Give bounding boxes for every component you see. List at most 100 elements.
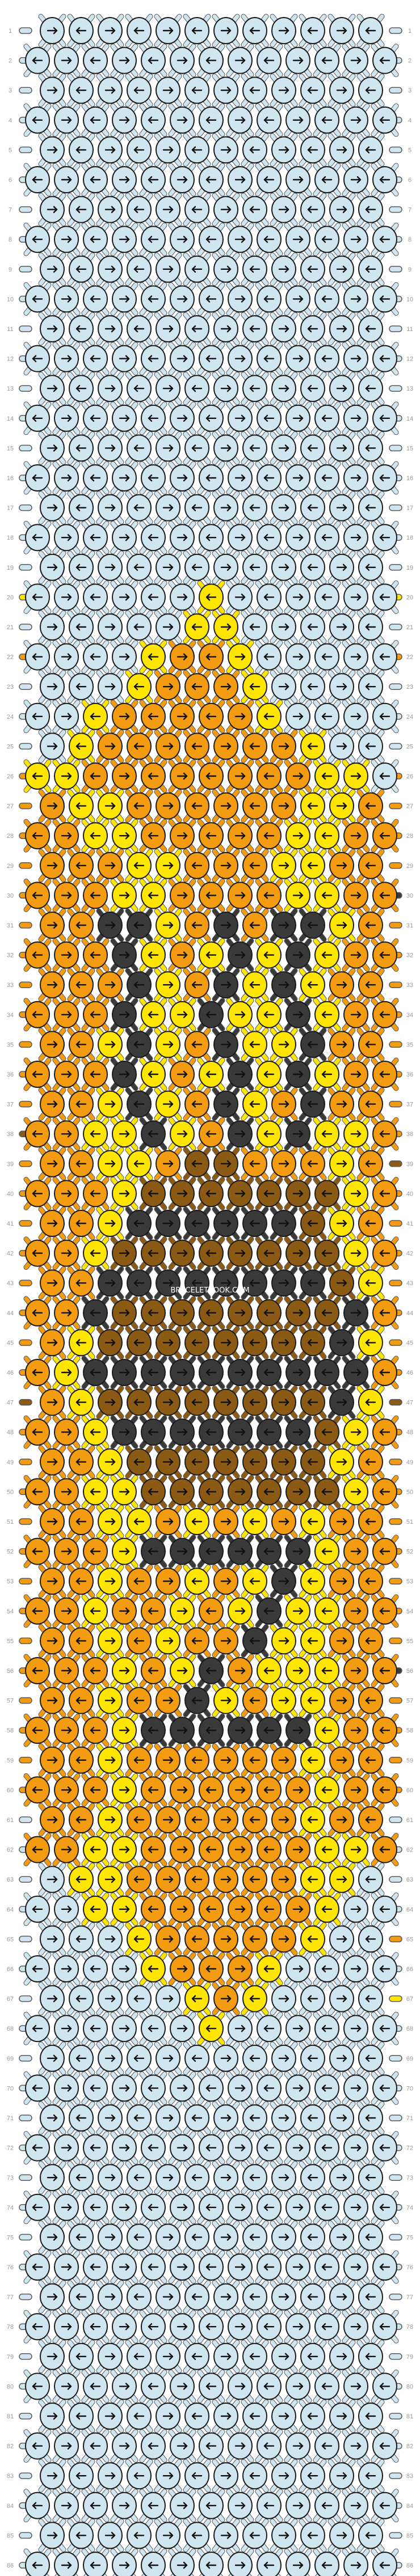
knot [329, 2044, 354, 2072]
knot [358, 613, 383, 641]
knot [329, 2104, 354, 2132]
knot [83, 524, 108, 552]
knot [156, 1925, 180, 1953]
knot [314, 2015, 339, 2043]
knot [83, 1120, 108, 1148]
knot [156, 375, 180, 402]
knot [228, 702, 253, 730]
row-number-left: 33 [7, 982, 14, 989]
knot [228, 2432, 253, 2460]
knot [184, 375, 209, 402]
knot [54, 1717, 79, 1744]
knot [98, 613, 123, 641]
knot [127, 2342, 152, 2370]
knot [112, 524, 137, 552]
knot [329, 1090, 354, 1118]
knot [300, 255, 325, 283]
knot [98, 1687, 123, 1714]
knot [83, 226, 108, 253]
knot [300, 136, 325, 164]
knot [25, 762, 50, 790]
knot [228, 345, 253, 372]
knot [314, 1418, 339, 1446]
knot [242, 2044, 267, 2072]
knot [83, 822, 108, 850]
row-number-right: 81 [406, 2413, 413, 2420]
left-edge-string [19, 1339, 32, 1346]
knot [358, 2462, 383, 2490]
knot [54, 166, 79, 193]
knot [358, 1567, 383, 1595]
knot [170, 762, 195, 790]
row-number-left: 74 [7, 2205, 14, 2211]
knot [300, 1866, 325, 1893]
knot [40, 1150, 65, 1177]
knot [98, 1210, 123, 1237]
knot [141, 166, 166, 193]
knot [54, 1478, 79, 1506]
knot [242, 196, 267, 223]
knot [372, 1359, 397, 1386]
knot [242, 1746, 267, 1774]
knot [156, 1687, 180, 1714]
knot [69, 77, 94, 104]
right-edge-string [389, 1160, 402, 1167]
knot [83, 1657, 108, 1684]
knot [184, 1090, 209, 1118]
knot [127, 2283, 152, 2311]
knot [54, 762, 79, 790]
row-number-right: 63 [406, 1876, 413, 1883]
knot [257, 2253, 282, 2281]
knot [314, 2253, 339, 2281]
knot [285, 404, 310, 432]
knot [98, 434, 123, 462]
knot [228, 822, 253, 850]
knot [112, 46, 137, 74]
knot [98, 1985, 123, 2012]
knot [213, 1269, 238, 1297]
knot [257, 1717, 282, 1744]
knot [141, 46, 166, 74]
knot [170, 1418, 195, 1446]
knot [141, 2432, 166, 2460]
knot [54, 2492, 79, 2519]
knot [343, 2253, 368, 2281]
left-edge-string [19, 1160, 32, 1167]
knot [228, 1478, 253, 1506]
knot [199, 524, 224, 552]
knot [199, 1120, 224, 1148]
knot [257, 1299, 282, 1327]
knot [112, 1120, 137, 1148]
knot [25, 2074, 50, 2102]
row-number-left: 64 [7, 1906, 14, 1913]
row-number-left: 78 [7, 2324, 14, 2331]
knot [213, 553, 238, 581]
knot [199, 46, 224, 74]
knot [170, 2134, 195, 2162]
row-number-left: 18 [7, 535, 14, 541]
left-edge-string [19, 1279, 32, 1286]
knot [170, 702, 195, 730]
knot [314, 1776, 339, 1804]
knot [156, 553, 180, 581]
knot [300, 1090, 325, 1118]
knot [242, 1866, 267, 1893]
knot [98, 732, 123, 760]
knot [112, 2432, 137, 2460]
knot [372, 702, 397, 730]
knot [358, 136, 383, 164]
knot [285, 762, 310, 790]
knot [228, 1717, 253, 1744]
knot [127, 494, 152, 522]
knot [213, 2522, 238, 2549]
row-number-left: 1 [9, 28, 12, 35]
knot [300, 2223, 325, 2251]
knot [98, 1806, 123, 1833]
knot [242, 2522, 267, 2549]
knot [83, 2074, 108, 2102]
knot [199, 2134, 224, 2162]
row-number-right: 43 [406, 1280, 413, 1287]
knot [141, 2313, 166, 2341]
knot [242, 2283, 267, 2311]
knot [127, 2522, 152, 2549]
